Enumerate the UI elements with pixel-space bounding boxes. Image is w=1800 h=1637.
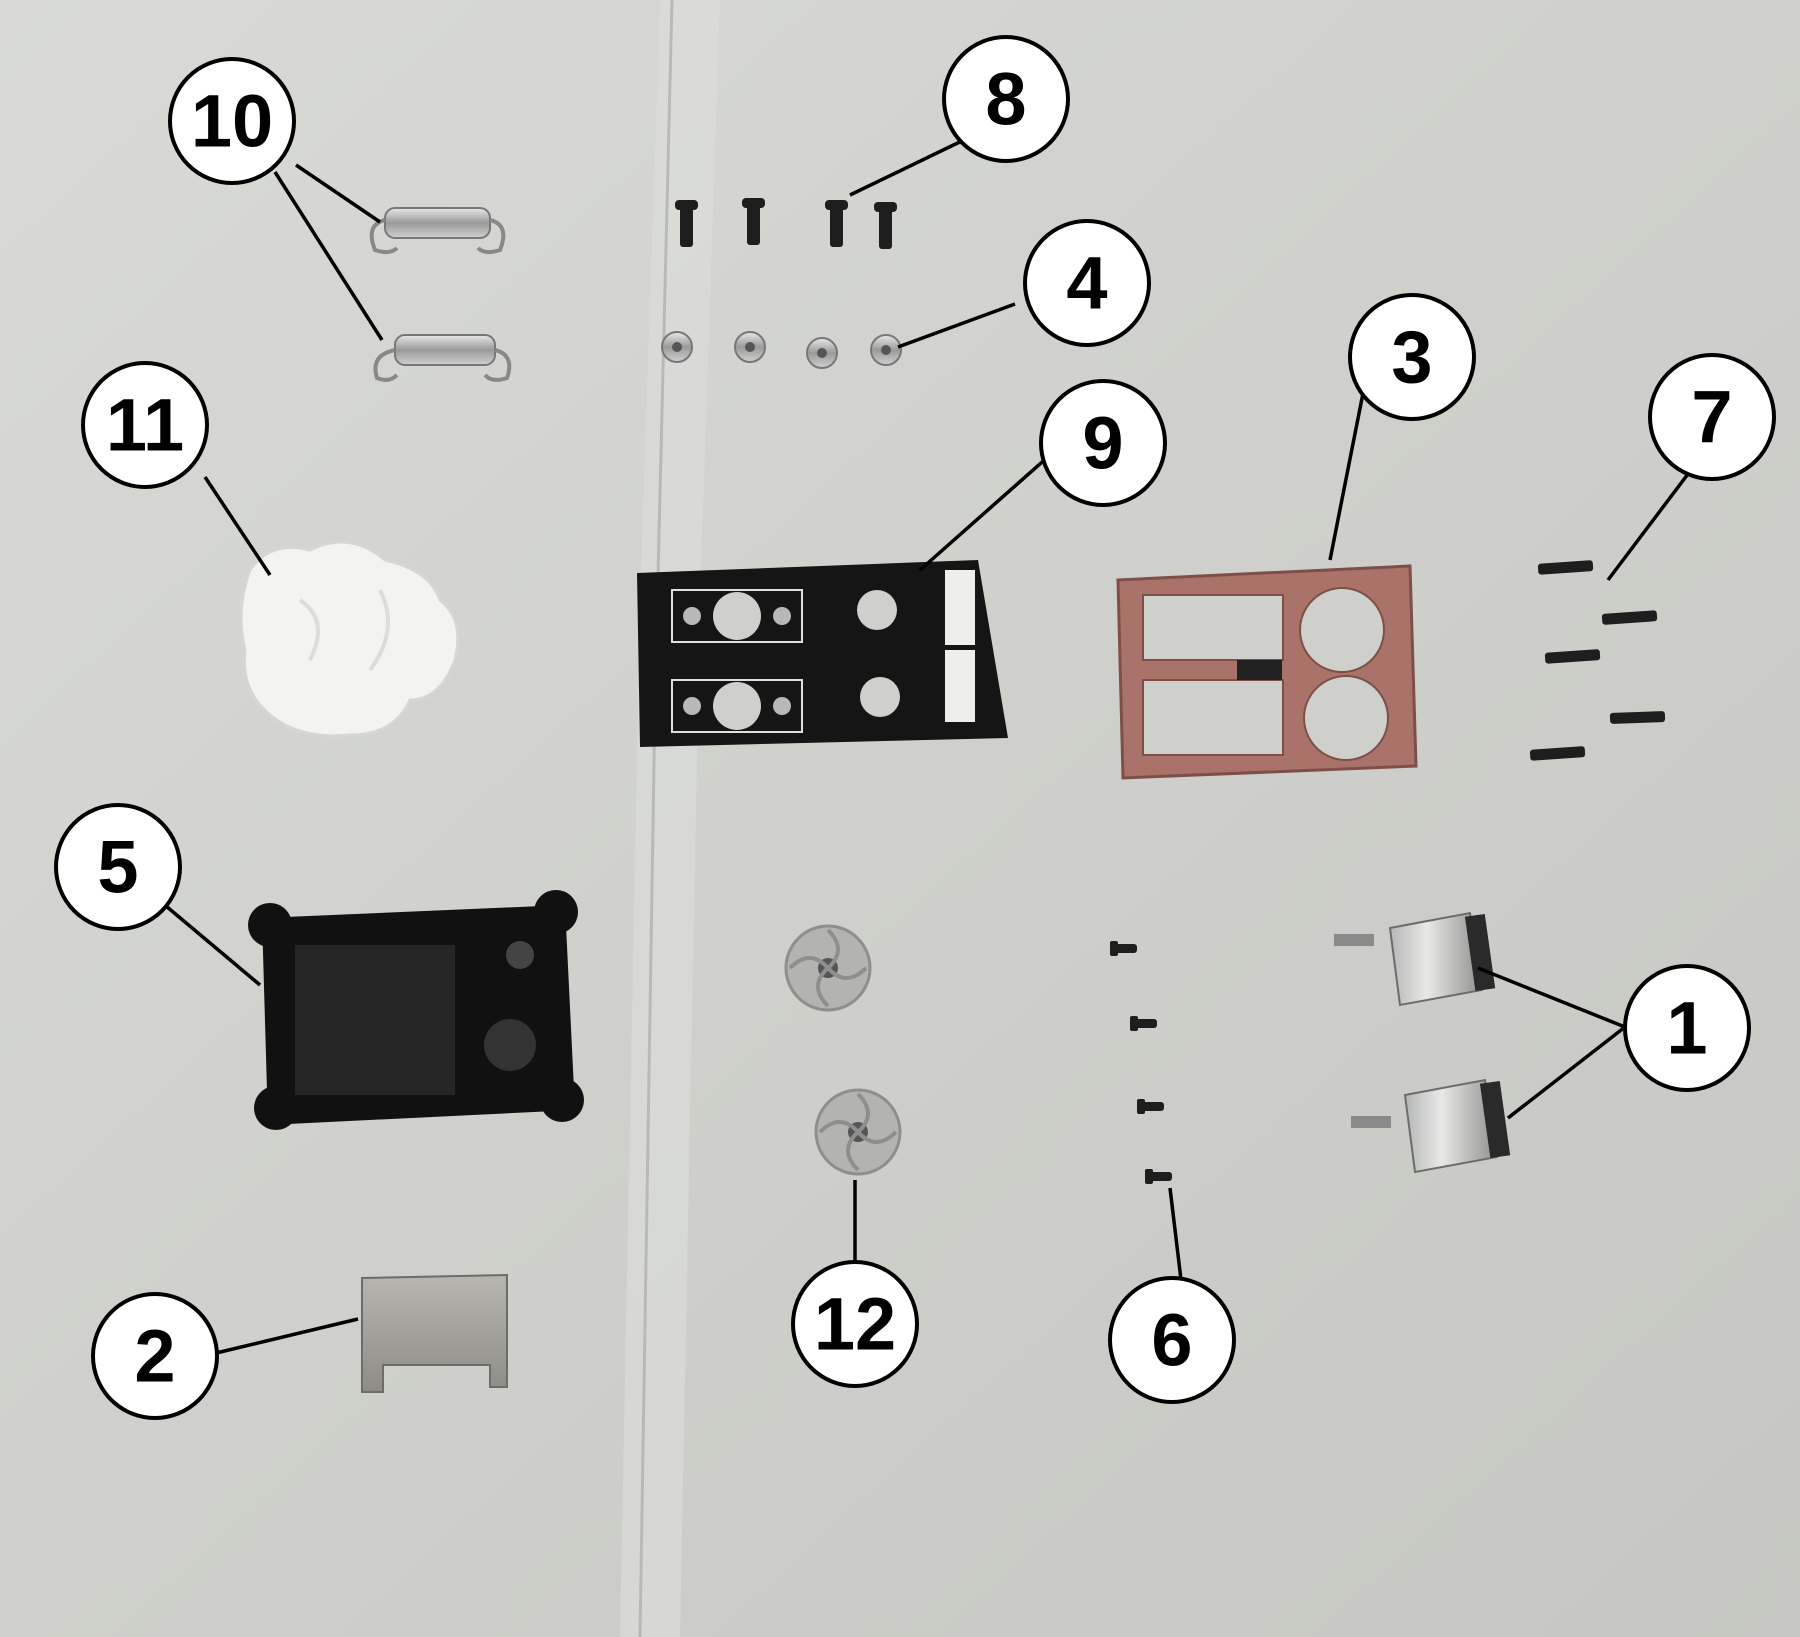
circuit-board: [637, 560, 1008, 747]
callout-6: 6: [1108, 1276, 1236, 1404]
callout-7: 7: [1648, 353, 1776, 481]
callout-3: 3: [1348, 293, 1476, 421]
svg-text:6: 6: [1151, 1299, 1192, 1382]
svg-text:12: 12: [814, 1283, 896, 1366]
impellers: [784, 924, 902, 1176]
callout-8: 8: [942, 35, 1070, 163]
callout-5: 5: [54, 803, 182, 931]
callout-9: 9: [1039, 379, 1167, 507]
motors: [1334, 911, 1511, 1174]
pump-housing: [248, 890, 584, 1130]
callouts: 10 8 4 3 7 9 11 5 1 12 6 2: [54, 35, 1776, 1420]
svg-text:9: 9: [1082, 402, 1123, 485]
callout-2: 2: [91, 1292, 219, 1420]
screws-top: [675, 198, 897, 249]
svg-text:2: 2: [134, 1315, 175, 1398]
screws-small: [1110, 941, 1172, 1184]
svg-text:10: 10: [191, 80, 273, 163]
nuts: [661, 331, 902, 369]
callout-1: 1: [1623, 964, 1751, 1092]
sheet-fold: [620, 0, 720, 1637]
screws-right: [1529, 560, 1666, 761]
springs: [369, 207, 512, 382]
leader-lines: [158, 135, 1702, 1356]
svg-text:7: 7: [1691, 376, 1732, 459]
metal-plate: [361, 1273, 508, 1393]
gasket: [1116, 564, 1418, 780]
callout-10: 10: [168, 57, 296, 185]
callout-4: 4: [1023, 219, 1151, 347]
svg-text:3: 3: [1391, 316, 1432, 399]
foam-filter: [239, 540, 460, 738]
callout-11: 11: [81, 361, 209, 489]
svg-text:11: 11: [106, 384, 184, 467]
svg-text:5: 5: [97, 826, 138, 909]
svg-text:8: 8: [985, 58, 1026, 141]
svg-text:1: 1: [1666, 987, 1707, 1070]
svg-text:4: 4: [1066, 242, 1107, 325]
callout-12: 12: [791, 1260, 919, 1388]
